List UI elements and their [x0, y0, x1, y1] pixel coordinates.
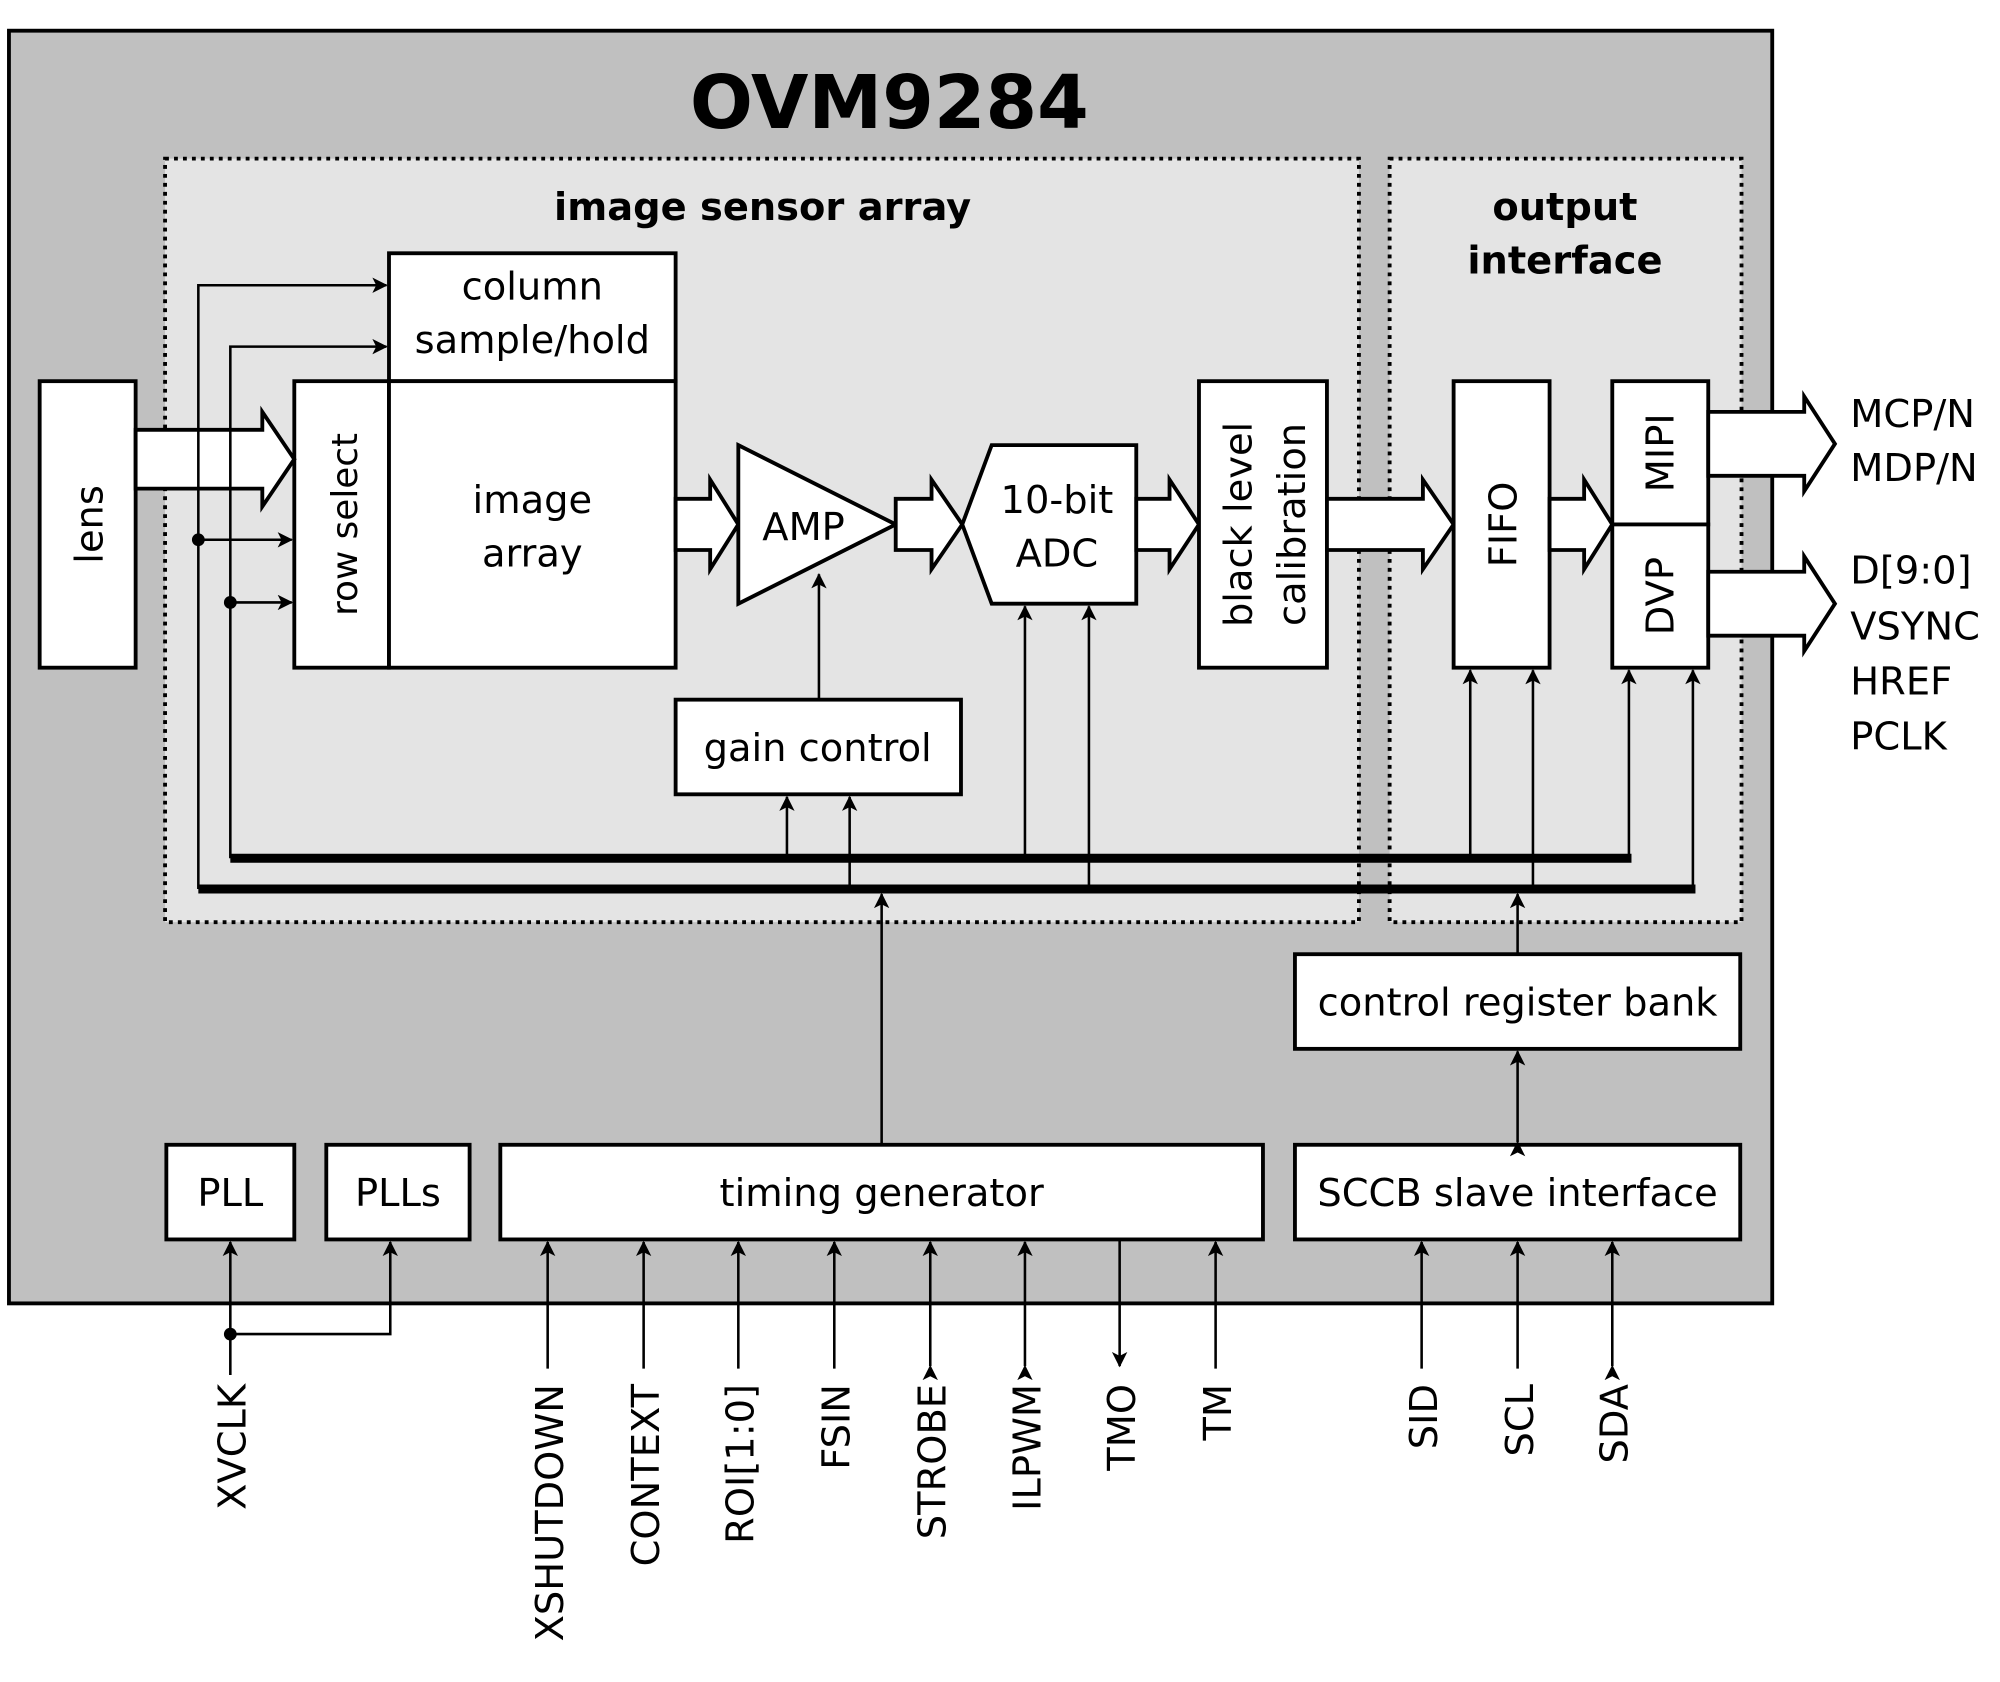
mipi-block: [1610, 379, 1711, 527]
image-array-block: [387, 379, 678, 670]
dvp-label: DVP: [1639, 557, 1684, 635]
pin-label-xvclk: XVCLK: [211, 1383, 256, 1510]
pin-label-fsin: FSIN: [815, 1384, 860, 1470]
row-select-block: [292, 379, 391, 670]
pll-block: [164, 1142, 297, 1242]
mipi-label: MIPI: [1639, 413, 1684, 492]
gain-control-label: gain control: [704, 726, 932, 771]
adc-to-blc-arrow: [1134, 473, 1202, 576]
pin-label-strobe: STROBE: [911, 1384, 956, 1539]
plls-label: PLLs: [355, 1171, 441, 1216]
amp-label: AMP: [762, 505, 845, 550]
outer-bus-to-column-top: [197, 277, 388, 889]
pin-label-scl: SCL: [1498, 1383, 1543, 1456]
chip-title: OVM9284: [690, 60, 1089, 146]
amp-block: [736, 442, 900, 607]
xvclk-to-plls: [230, 1240, 398, 1336]
blc-to-fifo-arrow: [1325, 473, 1456, 576]
output-href: HREF: [1850, 660, 1952, 705]
pin-label-xshutdown: XSHUTDOWN: [528, 1384, 573, 1641]
blc-label-1: black level: [1216, 422, 1261, 627]
image-array-label-1: image: [473, 478, 593, 523]
column-label-1: column: [462, 264, 603, 309]
output-interface-label-1: output: [1492, 185, 1637, 230]
mipi-output-arrow: [1706, 390, 1838, 498]
amp-to-adc-arrow: [893, 473, 965, 576]
adc-block: [960, 443, 1139, 606]
column-sample-hold-block: [387, 251, 678, 384]
dvp-block: [1610, 522, 1711, 670]
array-to-amp-arrow: [673, 473, 741, 576]
black-level-calibration-block: [1197, 379, 1329, 670]
image-array-label-2: array: [482, 532, 583, 577]
row-select-label: row select: [325, 433, 366, 616]
timing-generator-label: timing generator: [720, 1171, 1044, 1216]
fifo-to-output-arrow: [1547, 473, 1615, 576]
adc-label-2: ADC: [1016, 532, 1099, 577]
junction-dot: [223, 1327, 237, 1341]
blc-label-2: calibration: [1270, 423, 1315, 626]
lens-to-array-arrow: [133, 405, 297, 513]
pin-label-tm: TM: [1196, 1384, 1241, 1442]
control-register-bank-label: control register bank: [1318, 981, 1719, 1026]
pin-label-sda: SDA: [1593, 1384, 1638, 1463]
output-vsync: VSYNC: [1850, 605, 1980, 650]
output-data: D[9:0]: [1850, 548, 1971, 593]
junction-dot: [191, 533, 205, 547]
timing-generator-block: [498, 1142, 1265, 1242]
fifo-label: FIFO: [1481, 482, 1526, 568]
pll-label: PLL: [197, 1171, 264, 1216]
pin-label-roi: ROI[1:0]: [719, 1384, 764, 1544]
output-interface-label-2: interface: [1467, 239, 1662, 284]
lens-label: lens: [67, 485, 112, 564]
pin-label-ilpwm: ILPWM: [1005, 1384, 1050, 1511]
fifo-block: [1451, 379, 1552, 670]
column-label-2: sample/hold: [415, 318, 650, 363]
sccb-label: SCCB slave interface: [1317, 1171, 1717, 1216]
output-mcp: MCP/N: [1850, 392, 1975, 437]
output-pclk: PCLK: [1850, 715, 1947, 760]
output-mdp: MDP/N: [1850, 446, 1977, 491]
junction-dot: [223, 596, 237, 609]
pin-label-tmo: TMO: [1100, 1384, 1145, 1472]
plls-block: [324, 1142, 472, 1242]
adc-label-1: 10-bit: [1001, 478, 1114, 523]
dvp-output-arrow: [1706, 549, 1838, 658]
pin-label-context: CONTEXT: [624, 1383, 669, 1566]
lens-block: [37, 379, 138, 670]
pin-label-sid: SID: [1402, 1384, 1447, 1449]
inner-bus-to-column-bottom: [229, 338, 388, 859]
image-sensor-array-label: image sensor array: [554, 185, 971, 230]
